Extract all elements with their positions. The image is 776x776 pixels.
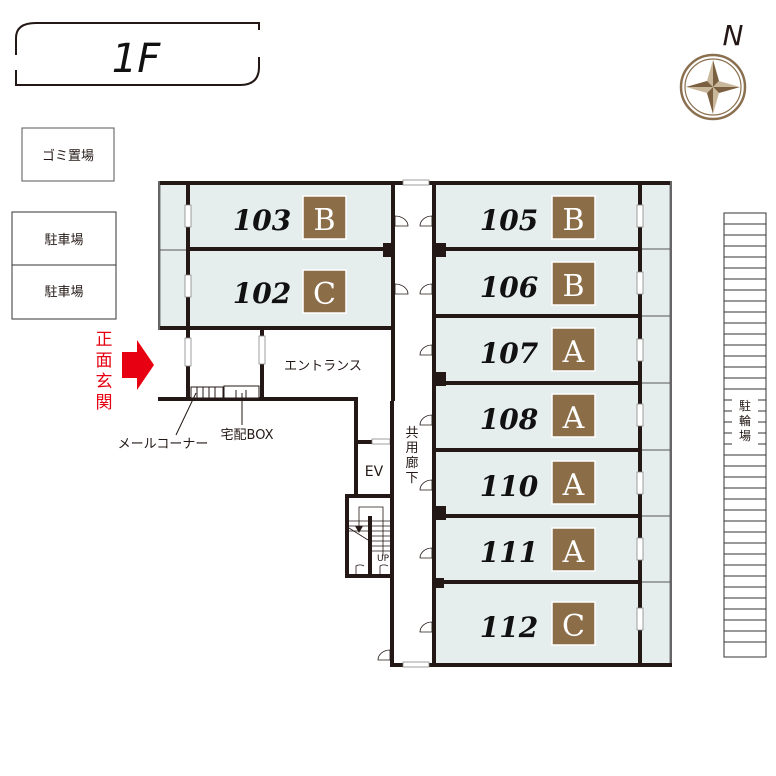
unit-110[interactable]: 110 A (480, 460, 596, 505)
unit-type: A (562, 335, 585, 370)
bicycle-label-1: 駐 (739, 398, 751, 413)
unit-number: 112 (480, 611, 538, 644)
north-label: N (723, 19, 744, 52)
stairs-down-arrow-icon (355, 526, 363, 533)
unit-number: 102 (233, 277, 291, 310)
main-entrance-char-1: 正 (96, 330, 113, 350)
common-corridor: 共 用 廊 下 (405, 426, 418, 486)
main-entrance-marker: 正 面 玄 関 (96, 330, 154, 413)
unit-number: 110 (480, 470, 539, 503)
corridor-char-3: 廊 (405, 455, 418, 471)
floor-label-box: 1F (15, 22, 260, 86)
corridor-window-top (402, 179, 430, 186)
parking-label-1: 駐車場 (44, 233, 83, 248)
corridor-char-4: 下 (405, 471, 418, 486)
garbage-area: ゴミ置場 (21, 127, 115, 182)
type-badge (551, 327, 596, 372)
entrance-hall-label: エントランス (284, 359, 362, 374)
elevator-label: EV (365, 464, 384, 480)
type-badge (551, 393, 596, 438)
unit-type: C (562, 609, 585, 644)
unit-111[interactable]: 111 A (480, 527, 596, 572)
unit-type: A (562, 535, 585, 570)
corridor-char-1: 共 (405, 426, 418, 441)
unit-number: 105 (480, 204, 538, 237)
doors (377, 215, 433, 661)
main-entrance-char-3: 玄 (96, 372, 113, 392)
unit-107[interactable]: 107 A (480, 327, 596, 372)
parking-label-2: 駐車場 (44, 285, 83, 300)
compass: N (679, 19, 747, 121)
type-badge (302, 195, 347, 240)
floor-label: 1F (112, 36, 161, 82)
unit-type: B (562, 203, 584, 238)
type-badge (551, 460, 596, 505)
stairs-up-label: UP (377, 554, 390, 564)
unit-type: B (313, 203, 335, 238)
left-wing (158, 181, 395, 401)
main-entrance-char-4: 関 (96, 393, 113, 413)
delivery-box-label: 宅配BOX (221, 428, 274, 443)
bicycle-label-2: 輪 (739, 413, 751, 428)
corridor-window-bottom (402, 661, 430, 668)
unit-103[interactable]: 103 B (233, 195, 347, 240)
unit-number: 107 (480, 337, 539, 370)
unit-type: A (562, 401, 585, 436)
main-entrance-char-2: 面 (96, 351, 113, 371)
core: EV UP (345, 401, 394, 667)
unit-112[interactable]: 112 C (480, 601, 596, 646)
unit-102[interactable]: 102 C (233, 269, 347, 314)
unit-number: 103 (233, 204, 291, 237)
unit-number: 111 (480, 536, 538, 569)
entrance-area: エントランス メールコーナー 宅配BOX (118, 330, 362, 452)
type-badge (551, 261, 596, 306)
unit-108[interactable]: 108 A (480, 393, 596, 438)
arrow-right-icon (122, 340, 154, 390)
unit-type: C (313, 277, 336, 312)
parking-area: 駐車場 駐車場 (11, 211, 117, 320)
bicycle-parking: 駐 輪 場 (723, 212, 767, 658)
unit-type: A (562, 468, 585, 503)
type-badge (551, 195, 596, 240)
unit-number: 108 (480, 403, 538, 436)
type-badge (302, 269, 347, 314)
unit-105[interactable]: 105 B (480, 195, 596, 240)
type-badge (551, 527, 596, 572)
corridor-char-2: 用 (405, 441, 418, 456)
mail-corner-label: メールコーナー (118, 437, 209, 452)
garbage-label: ゴミ置場 (42, 148, 94, 164)
compass-rose-icon (679, 53, 747, 121)
unit-number: 106 (480, 271, 538, 304)
unit-type: B (562, 269, 584, 304)
right-wing (390, 181, 672, 667)
unit-106[interactable]: 106 B (480, 261, 596, 306)
bicycle-label-3: 場 (739, 429, 751, 443)
type-badge (551, 601, 596, 646)
